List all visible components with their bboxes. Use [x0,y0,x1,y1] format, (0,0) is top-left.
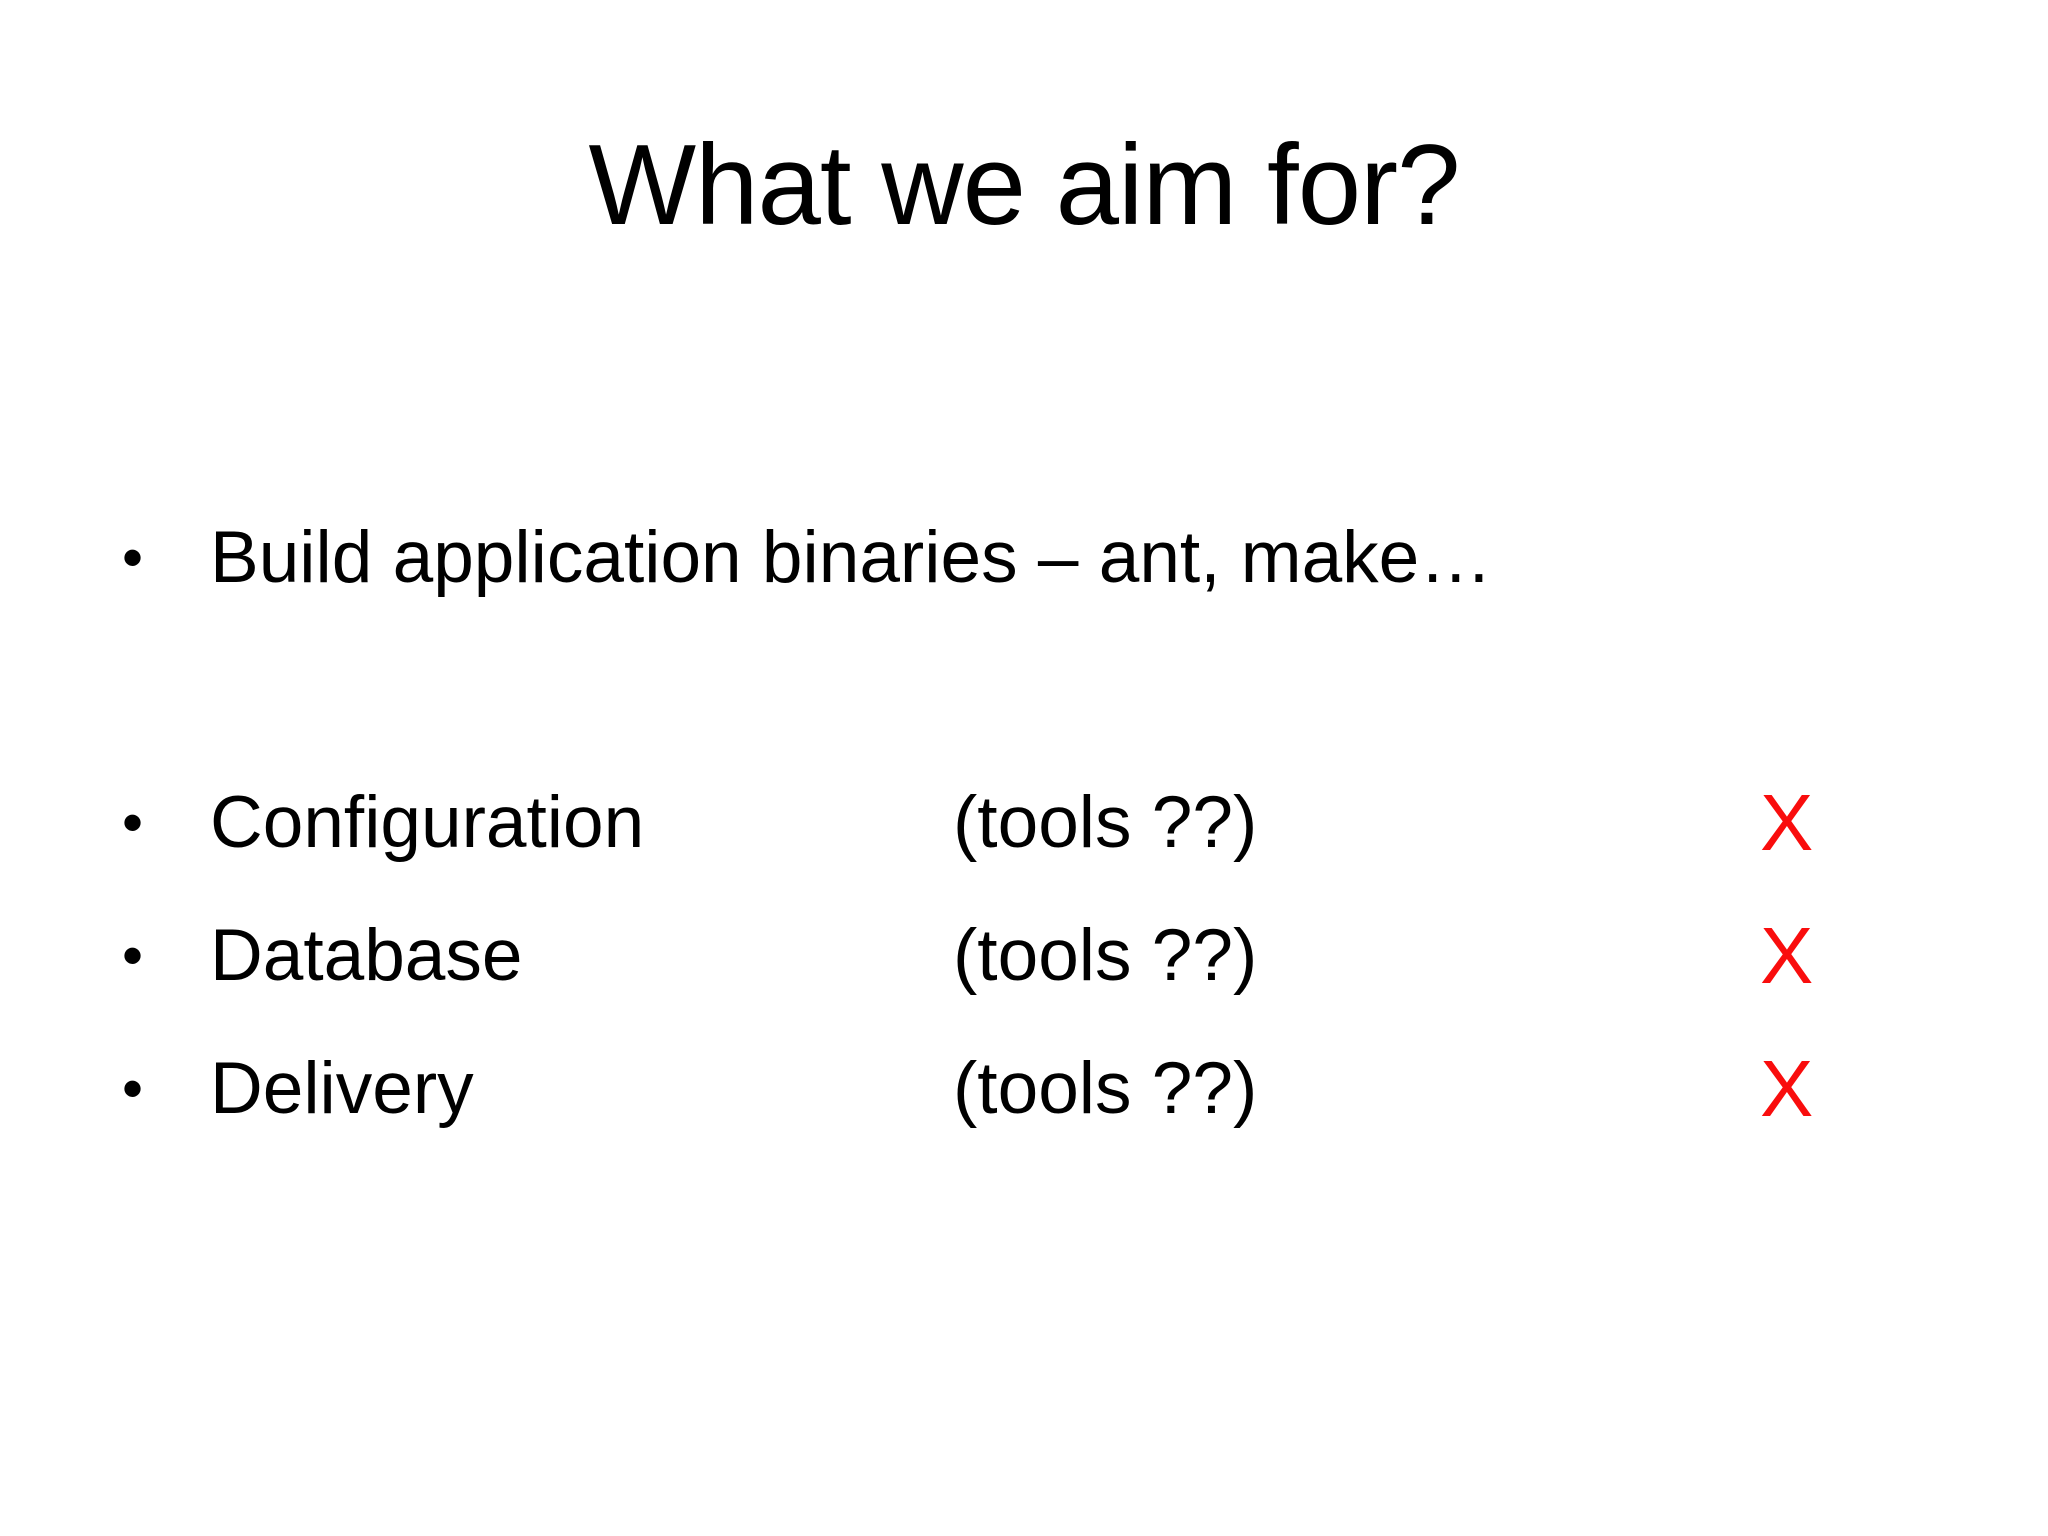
bullet-row: • Build application binaries – ant, make… [112,503,2048,613]
slide-title: What we aim for? [588,122,1461,249]
cross-mark-icon: X [1760,911,1814,1000]
bullet-tools: (tools ??) [953,1047,1258,1129]
bullet-label: Database [210,914,523,996]
bullet-row: • Delivery (tools ??) X [112,1034,2048,1144]
bullet-marker: • [122,1055,144,1122]
bullet-row: • Database (tools ??) X [112,901,2048,1011]
bullet-marker: • [122,789,144,856]
bullet-marker: • [122,524,144,591]
cross-mark-icon: X [1760,1044,1814,1133]
cross-mark-icon: X [1760,778,1814,867]
bullet-label: Configuration [210,781,645,863]
bullet-tools: (tools ??) [953,914,1258,996]
bullet-row: • Configuration (tools ??) X [112,768,2048,878]
bullet-tools: (tools ??) [953,781,1258,863]
bullet-label: Build application binaries – ant, make… [210,516,1493,598]
bullet-label: Delivery [210,1047,474,1129]
bullet-marker: • [122,922,144,989]
